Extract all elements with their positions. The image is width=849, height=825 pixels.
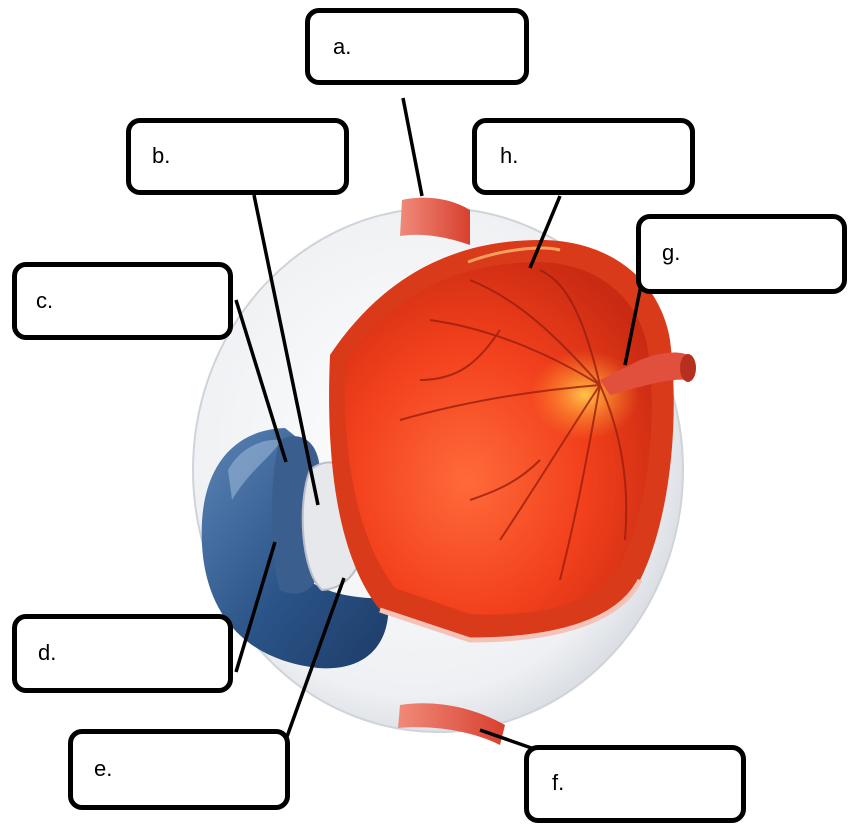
label-e: e. (94, 756, 112, 782)
label-a: a. (333, 34, 351, 60)
macula (530, 350, 640, 440)
retina-interior (345, 262, 652, 615)
label-g: g. (662, 240, 680, 266)
optic-nerve-end (680, 354, 696, 382)
label-c: c. (36, 288, 53, 314)
leader-line-a (403, 98, 422, 196)
label-f: f. (552, 770, 564, 796)
label-h: h. (500, 143, 518, 169)
label-d: d. (38, 640, 56, 666)
label-b: b. (152, 143, 170, 169)
